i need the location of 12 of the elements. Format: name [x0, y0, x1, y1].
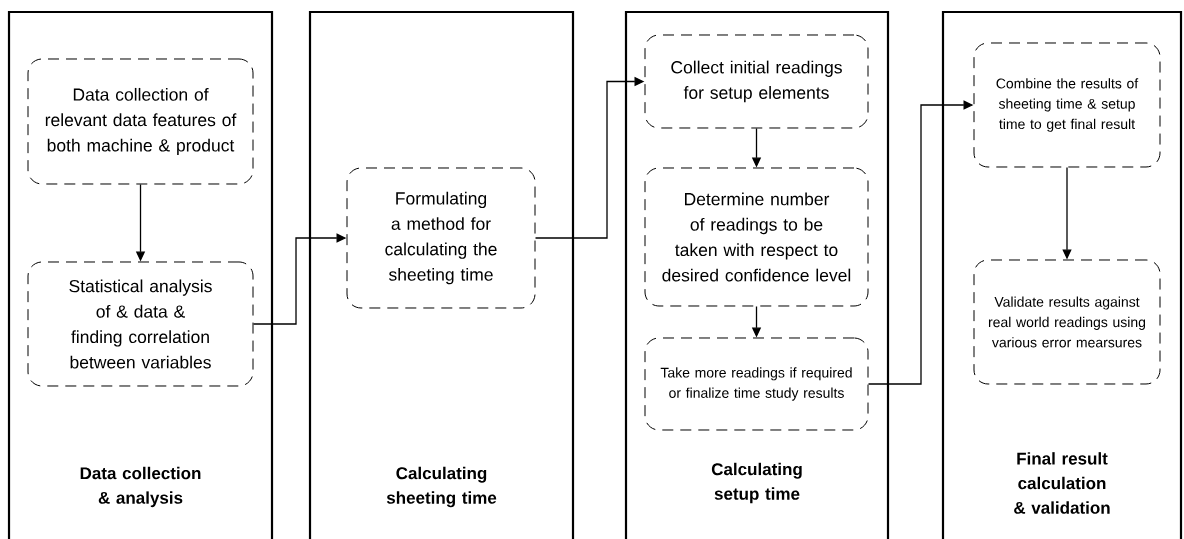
process-box: Determine number of readings to be taken with respect to desired confidence level: [644, 167, 869, 307]
process-box: Validate results against real world readings using various error mearsures: [973, 259, 1161, 385]
process-box: Collect initial readings for setup elements: [644, 34, 869, 129]
process-box: Data collection of relevant data features of both machine & product: [27, 58, 254, 185]
lane-heading: Data collection & analysis: [80, 466, 201, 508]
process-box: Take more readings if required or finalize time study results: [644, 337, 869, 431]
process-box: Formulating a method for calculating the sheeting time: [346, 167, 536, 309]
process-box: Statistical analysis of & data & finding correlation between variables: [27, 261, 254, 387]
lane-heading: Calculating setup time: [711, 462, 802, 504]
process-box: Combine the results of sheeting time & setup time to get final result: [973, 42, 1161, 168]
lane-heading: Calculating sheeting time: [386, 466, 497, 508]
lane-heading: Final result calculation & validation: [1014, 452, 1110, 514]
